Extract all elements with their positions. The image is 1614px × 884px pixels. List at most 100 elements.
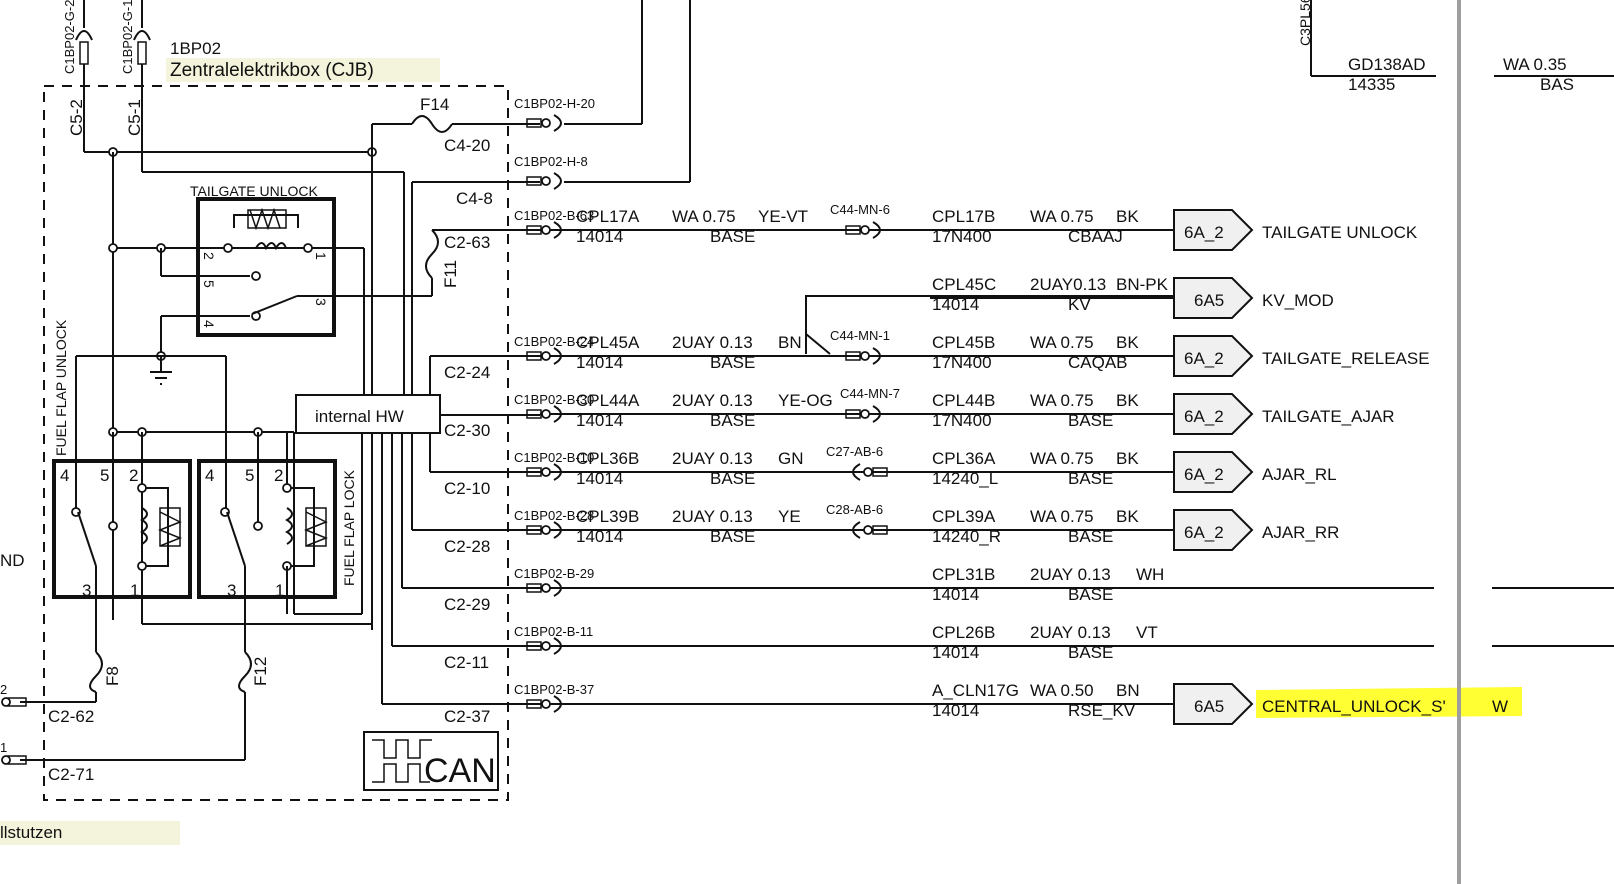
pin-c4-20: C4-20: [444, 136, 490, 155]
lock-pin-3: 3: [227, 581, 236, 600]
wire-a-name: CPL45A: [576, 333, 640, 352]
wire-b-code: 14240_R: [932, 527, 1001, 546]
connector-c1bp02-b-37[interactable]: [526, 695, 562, 713]
left-partial-label: ND: [0, 551, 25, 570]
wire-b-spec: WA 0.50: [1030, 681, 1094, 700]
off-page-ref-label: 6A5: [1194, 697, 1224, 716]
connector-c1bp02-b-11[interactable]: [526, 637, 562, 655]
connector-c1bp02-b-24[interactable]: [526, 347, 562, 365]
wire-b-name: CPL31B: [932, 565, 995, 584]
wire-a-color: GN: [778, 449, 804, 468]
inline-connector[interactable]: [845, 221, 881, 239]
connector-g2-label: C1BP02-G-2: [62, 0, 77, 74]
wire-b-code: 17N400: [932, 227, 992, 246]
connector-h20[interactable]: [526, 0, 643, 132]
wire-a-name: CPL39B: [576, 507, 639, 526]
signal-name-continued: W: [1492, 697, 1508, 716]
partial-wire-spec: WA 0.35: [1503, 55, 1567, 74]
wire-b-name: CPL17B: [932, 207, 995, 226]
wire-b-code: 14014: [932, 643, 979, 662]
wire-a-name: CPL36B: [576, 449, 639, 468]
off-page-ref[interactable]: [1173, 209, 1254, 251]
connector-c3pl56: C3PL56: [1297, 0, 1313, 46]
connector-c1bp02-b-10[interactable]: [526, 463, 562, 481]
inline-connector[interactable]: [852, 463, 888, 481]
lock-pin-5: 5: [245, 466, 254, 485]
off-page-ref[interactable]: [1173, 451, 1254, 493]
relay-fuel-flap-unlock[interactable]: [52, 432, 372, 630]
connector-h8[interactable]: [526, 0, 691, 190]
wire-b-spec: WA 0.75: [1030, 333, 1094, 352]
connector-c1bp02-b-28[interactable]: [526, 521, 562, 539]
tailgate-pin-2: 2: [201, 252, 217, 260]
wire-a-code: 14014: [576, 469, 623, 488]
fuse-f14-icon: [411, 115, 453, 133]
connector-label: C1BP02-B-28: [514, 508, 594, 523]
inline-connector[interactable]: [845, 405, 881, 423]
off-page-ref[interactable]: [1173, 509, 1254, 551]
off-page-ref[interactable]: [1173, 335, 1254, 377]
pin-c2-11: C2-11: [444, 653, 489, 672]
fuse-f12-icon: [238, 651, 252, 693]
relay-fuel-flap-lock[interactable]: [197, 356, 337, 630]
partial-wire-base: BAS: [1540, 75, 1574, 94]
connector-label: C1BP02-B-37: [514, 682, 594, 697]
connector-h20-label: C1BP02-H-20: [514, 96, 595, 111]
tailgate-pin-3: 3: [313, 298, 329, 306]
off-page-ref[interactable]: [1173, 277, 1254, 319]
wire-b-color: BK: [1116, 507, 1139, 526]
inline-connector[interactable]: [852, 521, 888, 539]
fuse-f14-label: F14: [420, 95, 449, 114]
connector-c1bp02-b-30[interactable]: [526, 405, 562, 423]
bottom-label-bg: [0, 821, 180, 845]
pin-c2-28: C2-28: [444, 537, 490, 556]
wire-a-code: 14014: [576, 527, 623, 546]
left-connector-1[interactable]: [1, 755, 27, 765]
left-connector-2[interactable]: [1, 697, 27, 707]
inline-connector-label: C44-MN-6: [830, 202, 890, 217]
internal-hw-label: internal HW: [315, 407, 404, 426]
connector-c1bp02-b-63[interactable]: [526, 221, 562, 239]
wire-b-base: KV: [1068, 295, 1091, 314]
wire-b-color: BK: [1116, 449, 1139, 468]
wire-a-spec: 2UAY 0.13: [672, 449, 753, 468]
wire-b-spec: 2UAY 0.13: [1030, 623, 1111, 642]
bottom-partial-label: llstutzen: [0, 823, 62, 842]
off-page-ref[interactable]: [1173, 393, 1254, 435]
relay-tailgate-unlock[interactable]: [196, 197, 336, 337]
wire-a-spec: 2UAY 0.13: [672, 333, 753, 352]
can-label: CAN: [424, 752, 496, 790]
lock-pin-2: 2: [274, 466, 283, 485]
wire-b-spec: WA 0.75: [1030, 449, 1094, 468]
wire-a-color: YE-OG: [778, 391, 833, 410]
connector-g2[interactable]: [75, 0, 93, 152]
module-name: Zentralelektrikbox (CJB): [170, 60, 374, 81]
relay-fuel-unlock-label: FUEL FLAP UNLOCK: [53, 319, 69, 456]
connector-label: C1BP02-B-10: [514, 450, 594, 465]
wire-b-code: 14014: [932, 701, 979, 720]
wire-a-name: CPL44A: [576, 391, 640, 410]
pin-c5-2: C5-2: [67, 99, 86, 136]
wire-b-color: VT: [1136, 623, 1158, 642]
inline-connector[interactable]: [845, 347, 881, 365]
connector-label: C1BP02-B-30: [514, 392, 594, 407]
wire-a-code: 14014: [576, 353, 623, 372]
wire-b-spec: WA 0.75: [1030, 391, 1094, 410]
connector-g1[interactable]: [133, 0, 151, 172]
wire-b-code: 14014: [932, 585, 979, 604]
off-page-ref[interactable]: [1173, 683, 1254, 725]
signal-name: TAILGATE_AJAR: [1262, 407, 1395, 426]
connector-label: C1BP02-B-29: [514, 566, 594, 581]
signal-name: KV_MOD: [1262, 291, 1334, 310]
pin-c5-1: C5-1: [125, 99, 144, 136]
wire-a-base: BASE: [710, 227, 755, 246]
off-page-ref-label: 6A_2: [1184, 407, 1224, 426]
wire-b-base: BASE: [1068, 469, 1113, 488]
pin-c2-24: C2-24: [444, 363, 490, 382]
wire-b-color: BN-PK: [1116, 275, 1169, 294]
off-page-ref-label: 6A_2: [1184, 349, 1224, 368]
wire-b-color: BK: [1116, 391, 1139, 410]
wire-b-base: CAQAB: [1068, 353, 1128, 372]
connector-c1bp02-b-29[interactable]: [526, 579, 562, 597]
